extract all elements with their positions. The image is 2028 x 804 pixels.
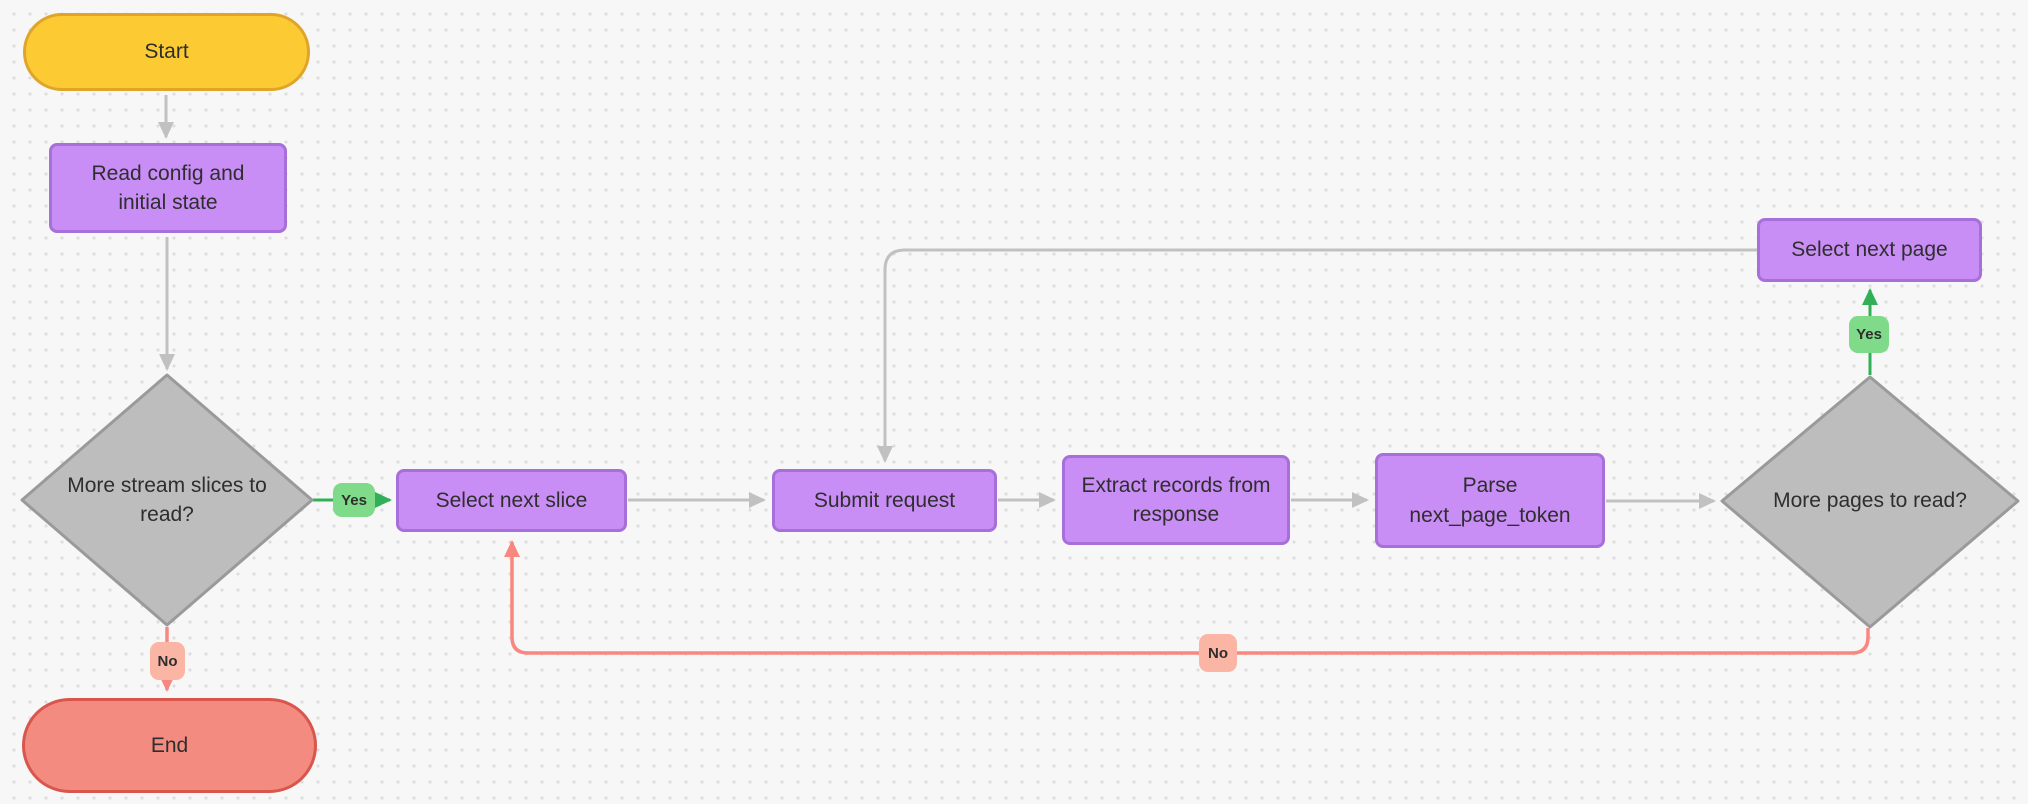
edge-label-slices-yes: Yes	[333, 483, 375, 517]
decision-more-stream-slices	[20, 373, 314, 627]
edge-more-pages-no-to-select-next-slice	[504, 540, 1870, 655]
node-read-config: Read config and initial state	[49, 143, 287, 233]
node-parse-next-page-token: Parse next_page_token	[1375, 453, 1605, 548]
edge-select-next-page-to-submit-request	[877, 248, 1757, 463]
node-end: End	[22, 698, 317, 793]
node-select-next-page: Select next page	[1757, 218, 1982, 282]
node-start: Start	[23, 13, 310, 91]
node-submit-request: Submit request	[772, 469, 997, 532]
edge-label-slices-no: No	[150, 642, 185, 680]
decision-more-pages	[1720, 375, 2020, 629]
node-extract-records: Extract records from response	[1062, 455, 1290, 545]
node-select-next-slice: Select next slice	[396, 469, 627, 532]
edge-label-pages-yes: Yes	[1849, 316, 1889, 353]
edge-label-pages-no: No	[1199, 634, 1237, 672]
